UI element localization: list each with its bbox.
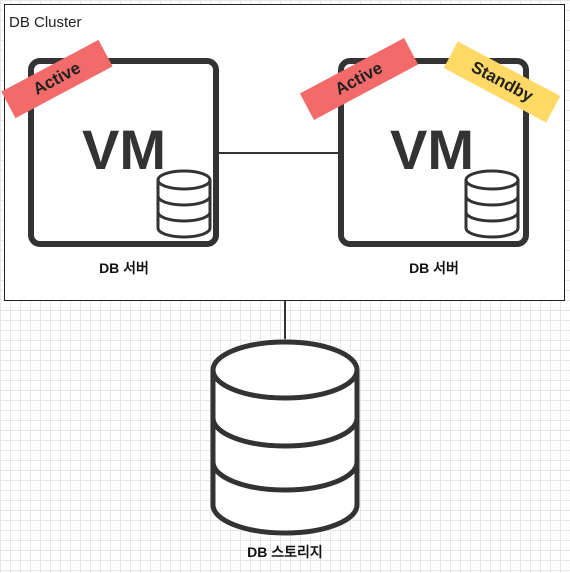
server-caption-2: DB 서버 <box>409 260 459 276</box>
database-icon-2 <box>464 169 520 239</box>
vm-label-1: VM <box>82 118 166 181</box>
vm-box-1: VM <box>28 58 219 247</box>
vm-label-2: VM <box>390 118 474 181</box>
database-icon-1 <box>156 169 212 239</box>
storage-caption: DB 스토리지 <box>247 544 323 560</box>
storage-database-icon <box>210 339 360 536</box>
server-caption-1: DB 서버 <box>99 260 149 276</box>
vm-box-2: VM <box>338 58 529 247</box>
cluster-title: DB Cluster <box>9 14 82 31</box>
